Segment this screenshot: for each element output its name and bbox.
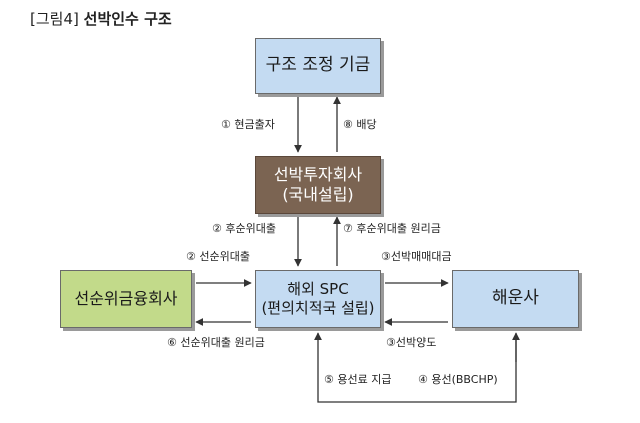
restructuring-fund-box: 구조 조정 기금	[255, 38, 381, 94]
ship-investment-company-sublabel: (국내설립)	[282, 185, 354, 204]
figure-number: [그림4]	[30, 10, 79, 28]
label-senior-loan-repay: ⑥ 선순위대출 원리금	[167, 336, 265, 349]
label-senior-loan: ② 선순위대출	[186, 250, 250, 263]
label-ship-transfer: ③선박양도	[386, 336, 437, 349]
shipping-company-box: 해운사	[452, 270, 579, 328]
overseas-spc-sublabel: (편의치적국 설립)	[261, 299, 375, 317]
restructuring-fund-label: 구조 조정 기금	[265, 55, 371, 76]
label-ship-price: ③선박매매대금	[381, 250, 452, 263]
ship-investment-company-label: 선박투자회사	[273, 165, 363, 184]
label-cash-investment: ① 현금출자	[221, 118, 275, 131]
ship-investment-company-box: 선박투자회사 (국내설립)	[255, 156, 381, 214]
label-charter: ④ 용선(BBCHP)	[418, 373, 498, 386]
senior-lender-box: 선순위금융회사	[60, 270, 192, 328]
senior-lender-label: 선순위금융회사	[74, 289, 178, 308]
overseas-spc-box: 해외 SPC (편의치적국 설립)	[255, 270, 381, 328]
overseas-spc-label: 해외 SPC	[287, 280, 349, 299]
shipping-company-label: 해운사	[492, 288, 539, 309]
label-sub-loan-repay: ⑦ 후순위대출 원리금	[343, 222, 441, 235]
label-dividend: ⑧ 배당	[343, 118, 377, 131]
figure-title: [그림4] 선박인수 구조	[30, 8, 172, 29]
figure-name: 선박인수 구조	[83, 10, 172, 28]
label-charter-fee: ⑤ 용선료 지급	[324, 373, 392, 386]
arrow-charter-fee	[314, 332, 517, 403]
label-sub-loan: ② 후순위대출	[212, 222, 276, 235]
